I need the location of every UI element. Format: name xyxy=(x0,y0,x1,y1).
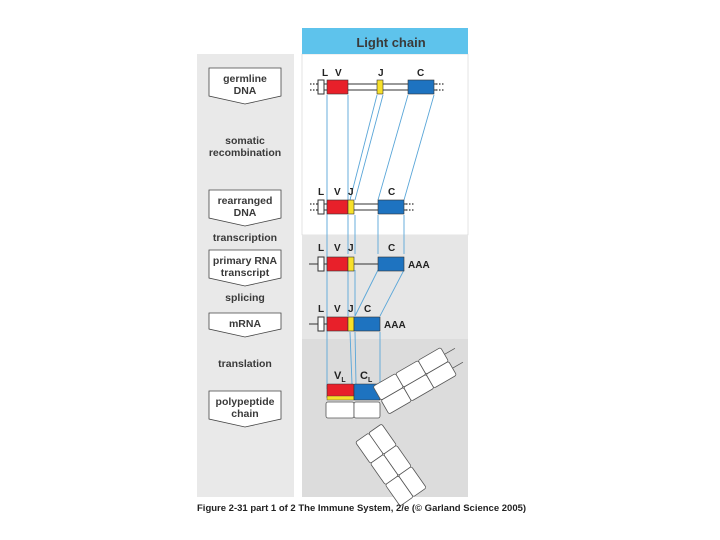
v-segment-3 xyxy=(326,256,349,272)
label-v-2: V xyxy=(334,187,341,198)
stage-label-line: mRNA xyxy=(229,318,262,330)
label-j-2: J xyxy=(348,187,354,198)
stage-3: transcription xyxy=(213,232,277,244)
j-region xyxy=(326,395,355,401)
correspondence-lines xyxy=(326,94,435,389)
stage-box xyxy=(208,312,282,338)
label-v-3: V xyxy=(334,243,341,254)
j-segment-1 xyxy=(376,79,384,95)
c-segment-4 xyxy=(353,316,381,332)
stage-label-line: somatic xyxy=(225,135,265,147)
label-j-4: J xyxy=(348,304,354,315)
label-c-3: C xyxy=(388,243,395,254)
stage-label-line: DNA xyxy=(234,207,257,219)
label-l-3: L xyxy=(318,243,324,254)
stage-7: translation xyxy=(218,358,272,370)
polypeptide-row: VL CL xyxy=(325,347,464,506)
c-segment-3 xyxy=(377,256,405,272)
label-j-1: J xyxy=(378,68,384,79)
stage-label-line: rearranged xyxy=(218,195,273,207)
cl-label: CL xyxy=(360,370,373,384)
stage-box xyxy=(208,249,282,287)
leader-segment-4 xyxy=(317,316,325,332)
stage-label-line: germline xyxy=(223,73,267,85)
stage-label-line: recombination xyxy=(209,147,281,159)
label-l-4: L xyxy=(318,304,324,315)
label-c-2: C xyxy=(388,187,395,198)
leader-segment-3 xyxy=(317,256,325,272)
stage-6: mRNA xyxy=(208,312,282,338)
mrna-row: L V J C AAA xyxy=(309,304,406,332)
label-l-1: L xyxy=(322,68,328,79)
figure-caption: Figure 2-31 part 1 of 2 The Immune Syste… xyxy=(197,503,527,514)
poly-a-tail-2: AAA xyxy=(384,320,406,331)
c-segment-1 xyxy=(407,79,435,95)
stage-label-line: transcript xyxy=(221,267,270,279)
primary-transcript-row: L V J C AAA xyxy=(309,243,430,272)
stage-label-line: splicing xyxy=(225,292,265,304)
fab-arm-upper xyxy=(373,347,464,414)
stage-label-line: DNA xyxy=(234,85,257,97)
stage-5: splicing xyxy=(225,292,265,304)
stage-label-line: translation xyxy=(218,358,272,370)
label-c-1: C xyxy=(417,68,424,79)
v-segment-2 xyxy=(326,199,349,215)
label-j-3: J xyxy=(348,243,354,254)
poly-a-tail-1: AAA xyxy=(408,260,430,271)
fab-arm-lower xyxy=(355,424,426,506)
j-segment-3 xyxy=(347,256,355,272)
v-segment-1 xyxy=(326,79,349,95)
rearranged-dna-row: L V J C xyxy=(310,187,414,215)
label-v-1: V xyxy=(335,68,342,79)
j-segment-4 xyxy=(347,316,355,332)
stage-box xyxy=(208,390,282,428)
stage-box xyxy=(208,189,282,227)
stage-box xyxy=(208,67,282,105)
stage-label-line: chain xyxy=(231,408,258,420)
leader-segment-1 xyxy=(317,79,325,95)
label-v-4: V xyxy=(334,304,341,315)
stage-label-line: polypeptide xyxy=(216,396,275,408)
stage-label-line: transcription xyxy=(213,232,277,244)
c-segment-2 xyxy=(377,199,405,215)
panel-header xyxy=(302,28,468,54)
label-l-2: L xyxy=(318,187,324,198)
v-segment-4 xyxy=(326,316,349,332)
j-segment-2 xyxy=(347,199,355,215)
vl-label: VL xyxy=(334,370,346,384)
germline-dna-row: L V J C xyxy=(310,68,444,95)
stage-label-line: primary RNA xyxy=(213,255,278,267)
leader-segment-2 xyxy=(317,199,325,215)
stage-list: germlineDNAsomaticrecombinationrearrange… xyxy=(208,67,282,428)
vh-domain xyxy=(325,401,355,419)
label-c-4: C xyxy=(364,304,371,315)
ch1-domain xyxy=(353,401,381,419)
panel-title: Light chain xyxy=(356,35,425,50)
